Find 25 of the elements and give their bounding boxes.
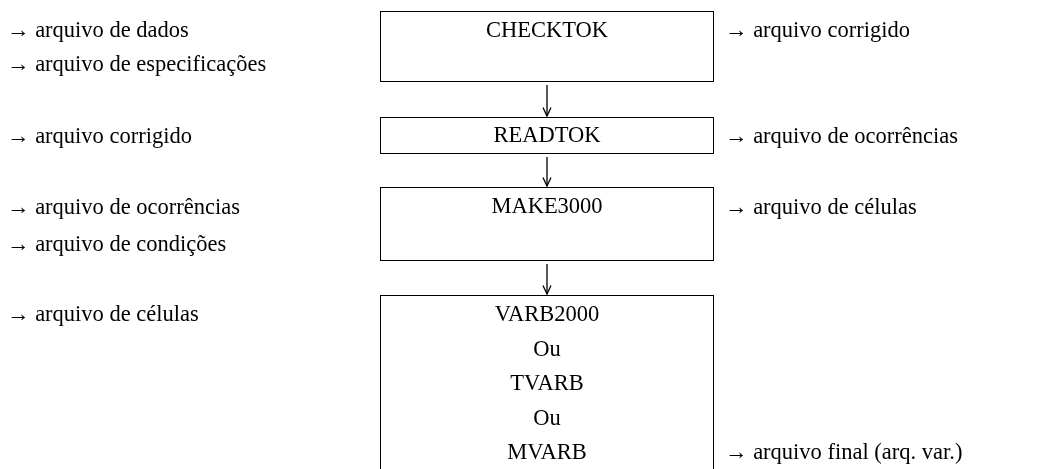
program-name: VARB2000 xyxy=(494,300,600,328)
process-box xyxy=(380,117,714,154)
arrow xyxy=(542,84,552,117)
file-label: → arquivo de células xyxy=(725,194,917,220)
file-label: → arquivo de ocorrências xyxy=(725,123,959,149)
file-label: → arquivo corrigido xyxy=(725,17,910,43)
process-box xyxy=(380,11,714,82)
file-label: → arquivo de especificações xyxy=(7,51,267,77)
file-label: → arquivo final (arq. var.) xyxy=(725,439,963,465)
file-label: → arquivo de ocorrências xyxy=(7,194,241,220)
program-name: Ou xyxy=(533,403,561,432)
arrow xyxy=(542,156,552,187)
program-name: MVARB xyxy=(507,438,587,466)
file-label: → arquivo de condições xyxy=(7,231,227,257)
process-box xyxy=(380,295,714,469)
program-name: READTOK xyxy=(493,121,601,149)
program-name: Ou xyxy=(533,334,561,363)
program-name: CHECKTOK xyxy=(485,16,609,44)
program-name: TVARB xyxy=(510,369,584,397)
file-label: → arquivo de dados xyxy=(7,17,189,43)
file-label: → arquivo de células xyxy=(7,301,199,327)
file-label: → arquivo corrigido xyxy=(7,123,192,149)
arrow xyxy=(542,263,552,295)
process-box xyxy=(380,187,714,261)
program-name: MAKE3000 xyxy=(491,192,603,220)
